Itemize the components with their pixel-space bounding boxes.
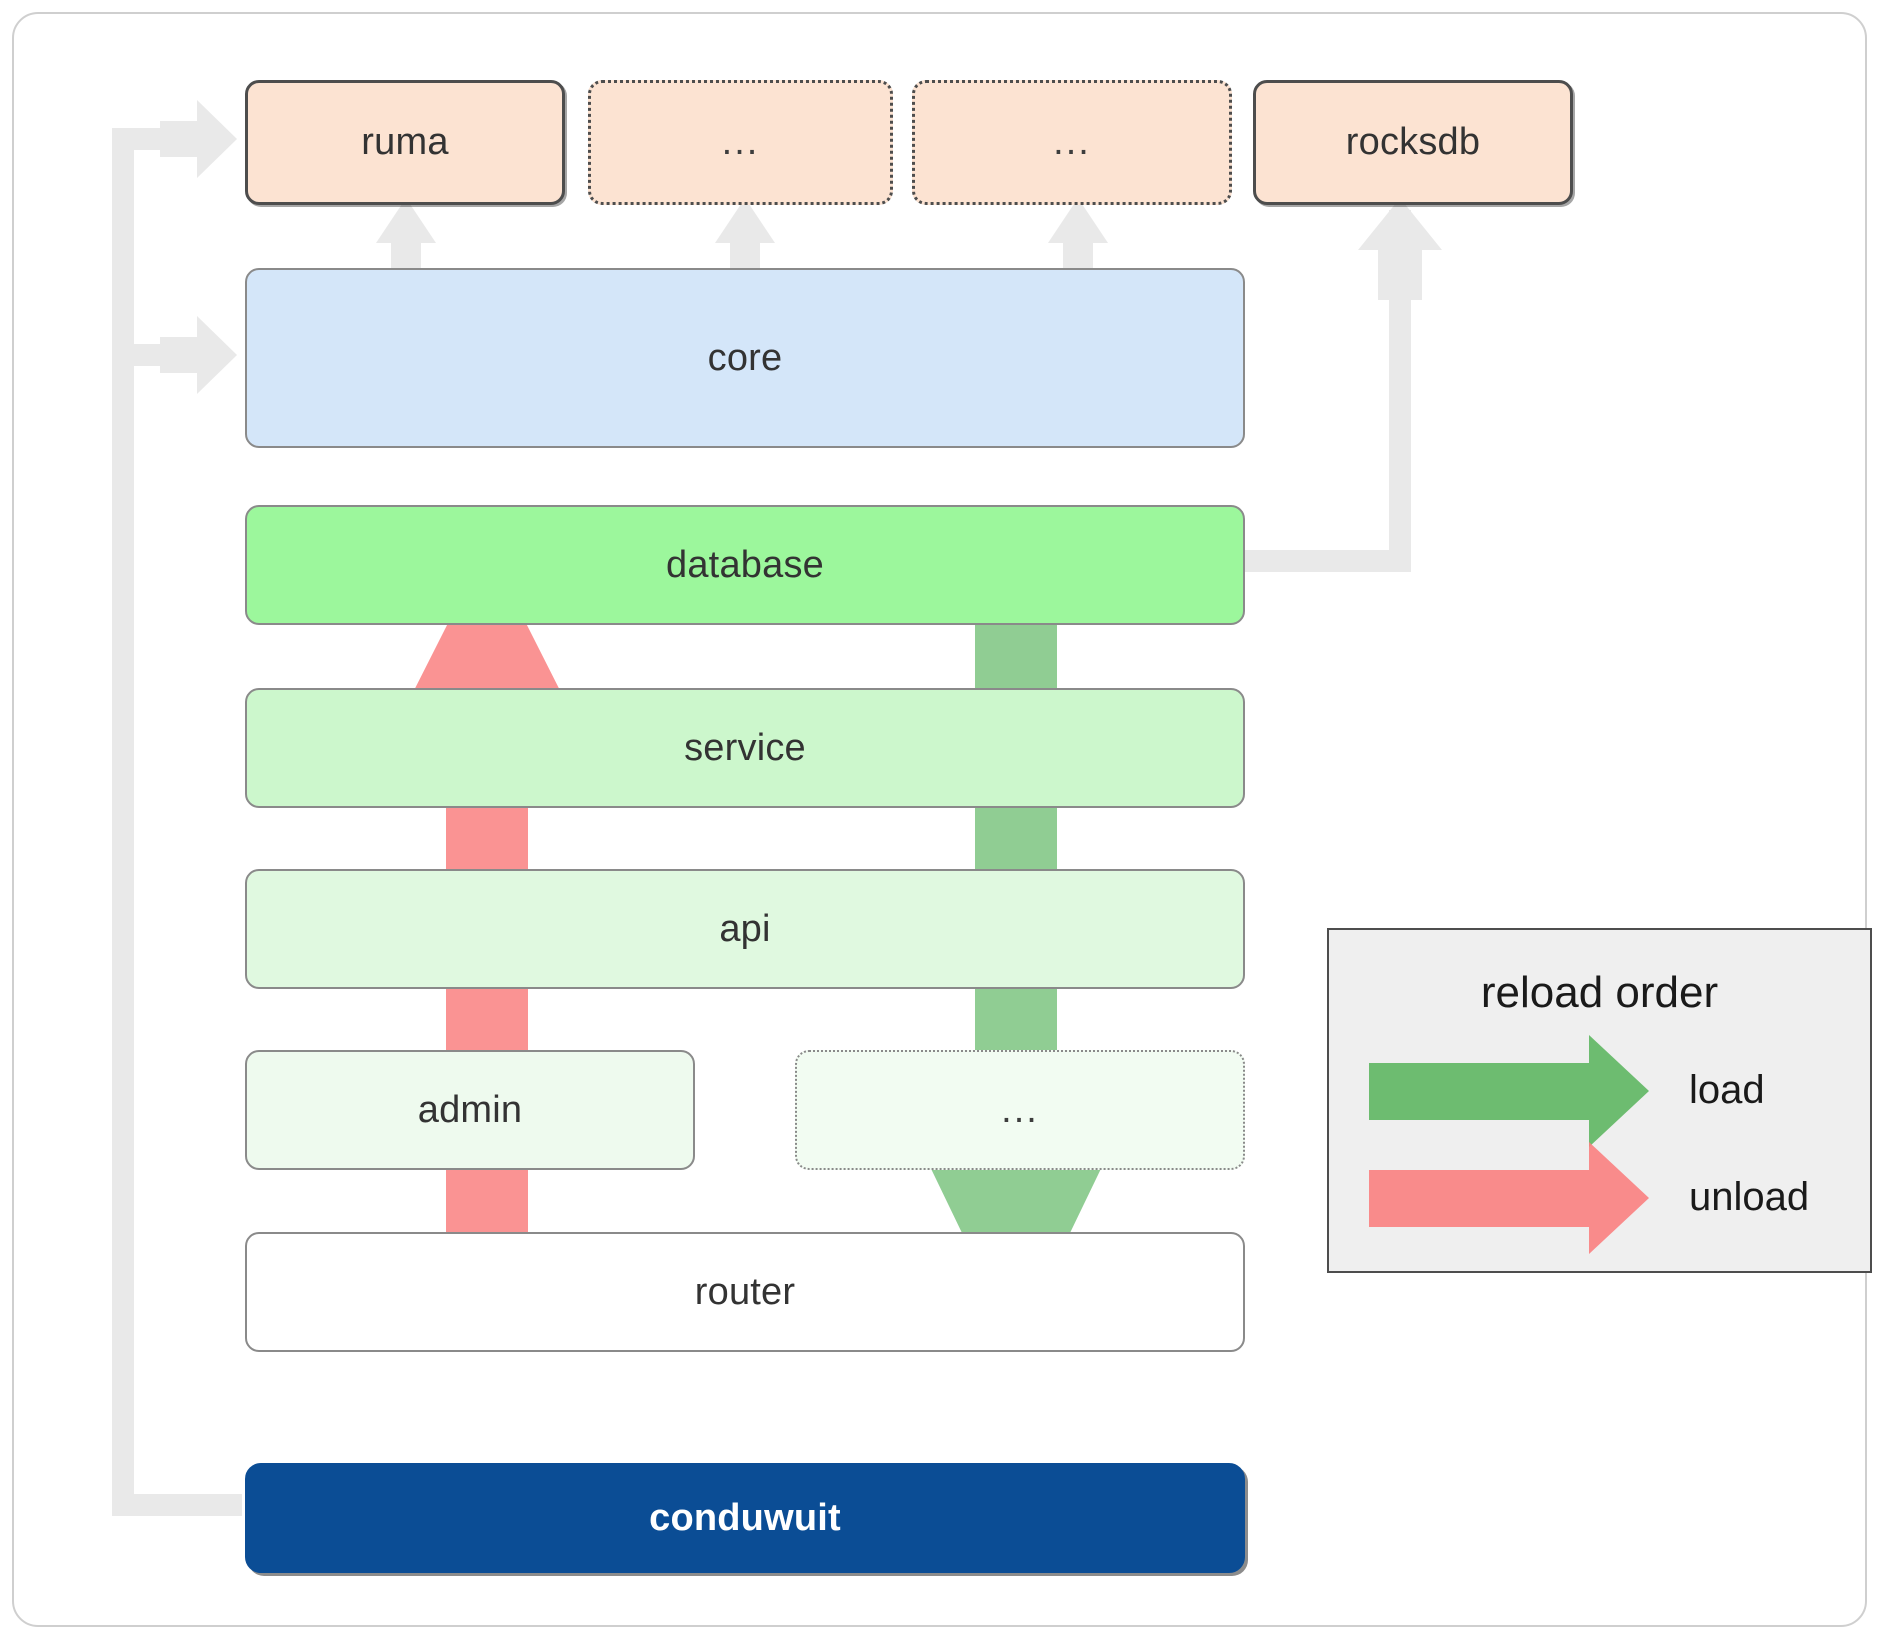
layer-node-api[interactable]: api — [245, 869, 1245, 989]
connector-branch-core — [133, 344, 207, 366]
dependency-label-2: ... — [721, 121, 760, 163]
dependency-node-3[interactable]: ... — [912, 80, 1232, 205]
layer-label-admin: admin — [417, 1088, 523, 1131]
legend-unload-arrow-icon — [1369, 1142, 1649, 1254]
layer-node-router[interactable]: router — [245, 1232, 1245, 1352]
legend-panel: reload order load unload — [1327, 928, 1872, 1273]
connector-trunk-bottom — [112, 1494, 242, 1516]
layer-node-service[interactable]: service — [245, 688, 1245, 808]
layer-label-database: database — [666, 543, 824, 586]
diagram-frame — [12, 12, 1867, 1627]
layer-label-core: core — [707, 336, 783, 379]
legend-title: reload order — [1480, 968, 1719, 1017]
layer-node-admin[interactable]: admin — [245, 1050, 695, 1170]
dependency-label-ruma: ruma — [361, 121, 449, 163]
dependency-label-rocksdb: rocksdb — [1345, 121, 1481, 163]
layer-node-database[interactable]: database — [245, 505, 1245, 625]
dependency-node-ruma[interactable]: ruma — [245, 80, 565, 205]
dependency-node-rocksdb[interactable]: rocksdb — [1253, 80, 1573, 205]
connector-branch-ruma — [112, 128, 207, 150]
layer-label-api: api — [719, 907, 771, 950]
connector-trunk-vertical — [112, 128, 134, 1516]
app-node-conduwuit[interactable]: conduwuit — [245, 1463, 1245, 1573]
dependency-label-3: ... — [1053, 121, 1091, 163]
connector-database-to-rocksdb-vertical — [1389, 210, 1411, 565]
layer-label-more: ... — [1001, 1088, 1039, 1131]
legend-load-arrow-icon — [1369, 1035, 1649, 1147]
legend-label-unload: unload — [1689, 1175, 1810, 1219]
legend-label-load: load — [1689, 1068, 1765, 1112]
layer-label-service: service — [684, 726, 806, 769]
layer-label-router: router — [694, 1270, 796, 1313]
layer-node-core[interactable]: core — [245, 268, 1245, 448]
app-label-conduwuit: conduwuit — [649, 1496, 841, 1539]
dependency-node-2[interactable]: ... — [588, 80, 893, 205]
layer-node-more[interactable]: ... — [795, 1050, 1245, 1170]
legend-arrow-icons — [1369, 1035, 1649, 1254]
